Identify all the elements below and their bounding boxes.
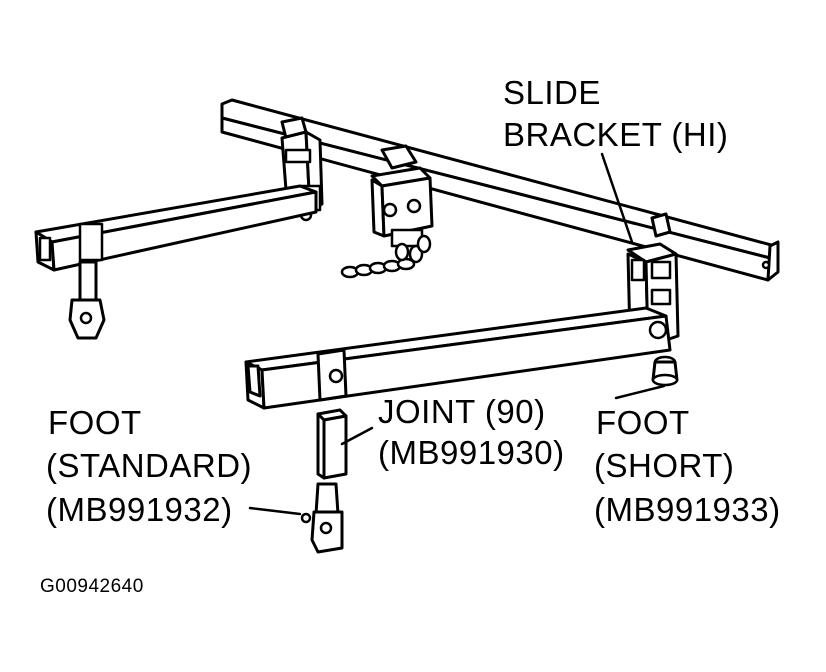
- top-beam: [220, 98, 780, 282]
- foot-standard-label-line3: (MB991932): [46, 491, 233, 528]
- leader-lines: [248, 152, 666, 516]
- short-foot-part: [651, 355, 679, 387]
- standard-foot-part: [300, 482, 344, 554]
- foot-standard-label-line2: (STANDARD): [46, 447, 253, 484]
- figure-code: G00942640: [40, 576, 144, 597]
- foot-standard-label-line1: FOOT: [48, 404, 142, 441]
- joint-part: [316, 408, 348, 480]
- slide-bracket-label-line2: BRACKET (HI): [503, 116, 729, 153]
- foot-short-label-line2: (SHORT): [594, 447, 735, 484]
- front-lower-beam: [244, 306, 672, 410]
- left-lower-beam: [34, 184, 318, 272]
- chain: [340, 234, 432, 279]
- slide-bracket-label-line1: SLIDE: [503, 74, 601, 111]
- foot-short-label-line1: FOOT: [596, 404, 690, 441]
- center-hook-bracket: [370, 144, 434, 248]
- joint-label-line1: JOINT (90): [378, 393, 546, 430]
- joint-label-line2: (MB991930): [378, 434, 565, 471]
- left-rear-foot: [68, 260, 106, 340]
- foot-short-label-line3: (MB991933): [594, 491, 781, 528]
